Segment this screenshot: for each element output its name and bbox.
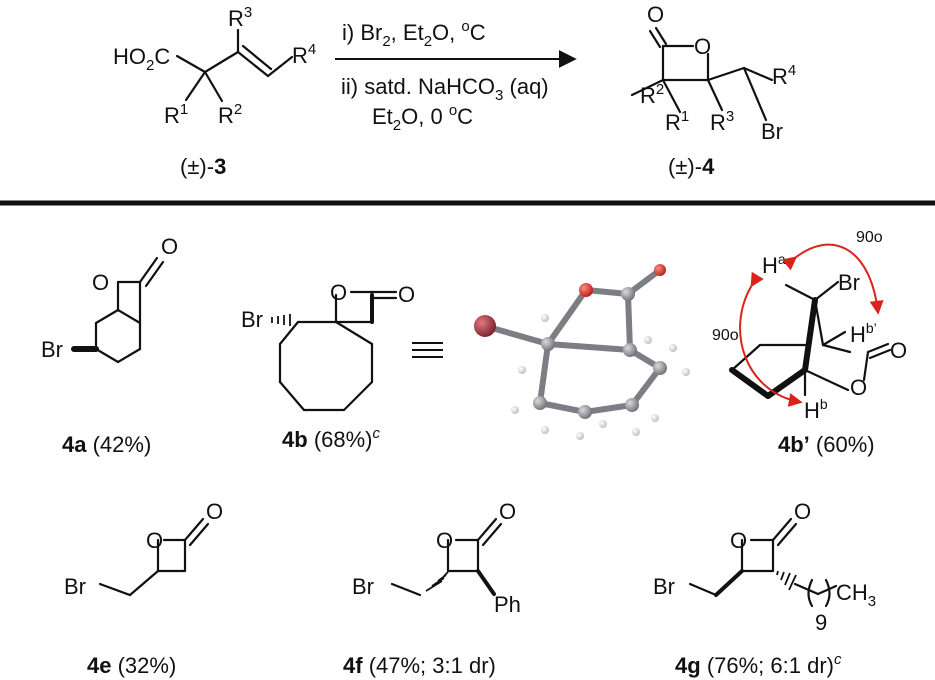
4b-br: Br xyxy=(241,307,263,332)
4e-br: Br xyxy=(64,574,86,599)
4f-ph: Ph xyxy=(494,592,521,617)
product-r3-label: R3 xyxy=(710,108,734,135)
4g-caption: 4g (76%; 6:1 dr)c xyxy=(675,651,842,678)
conditions-step3: Et2O, 0 oC xyxy=(372,102,473,134)
4f-br: Br xyxy=(352,574,374,599)
r2-label: R2 xyxy=(218,101,242,128)
compound-4a: O O Br 4a (42%) xyxy=(41,234,178,457)
product-label: (±)-4 xyxy=(668,154,715,179)
equivalence-symbol xyxy=(412,342,443,358)
4a-caption: 4a (42%) xyxy=(62,432,151,457)
4b-ring-o: O xyxy=(330,280,347,305)
angle-label-left: 90o xyxy=(712,327,739,344)
4bp-br: Br xyxy=(838,270,860,295)
4g-carbonyl-o: O xyxy=(794,499,811,524)
4a-ring-o: O xyxy=(92,270,109,295)
4f-hashed-bond xyxy=(425,571,449,592)
compound-4g: O O Br CH3 9 4g (76%; 6:1 dr)c xyxy=(653,499,876,678)
4b-hashed-bond xyxy=(271,314,291,326)
product-r4-label: R4 xyxy=(772,62,796,89)
4g-hashed-bond xyxy=(776,570,797,591)
4e-ring-o: O xyxy=(146,528,163,553)
compound-4f: O O Br Ph 4f (47%; 3:1 dr) xyxy=(343,499,521,678)
4bp-hb-prime: Hb’ xyxy=(850,320,877,347)
ho2c-label: HO2C xyxy=(113,44,170,74)
r3-label: R3 xyxy=(228,4,252,31)
4bp-carbonyl-o: O xyxy=(890,338,907,363)
4g-repeat-bracket-right xyxy=(824,578,831,608)
4b-carbonyl-o: O xyxy=(398,282,415,307)
4e-caption: 4e (32%) xyxy=(87,653,176,678)
compound-4e: O O Br 4e (32%) xyxy=(64,499,223,678)
conditions-step1: i) Br2, Et2O, oC xyxy=(342,18,486,50)
reaction-arrow-group: i) Br2, Et2O, oC ii) satd. NaHCO3 (aq) E… xyxy=(335,18,577,134)
ring-o-label: O xyxy=(694,34,711,59)
crystal-structure-model xyxy=(474,264,690,440)
4b-caption: 4b (68%)c xyxy=(282,425,381,452)
r4-label: R4 xyxy=(292,41,316,68)
r1-label: R1 xyxy=(164,101,188,128)
compound-4b: O O Br 4b (68%)c xyxy=(241,280,415,452)
4bp-caption: 4b’ (60%) xyxy=(778,432,875,457)
4g-repeat-count: 9 xyxy=(815,610,827,635)
carbonyl-o-label: O xyxy=(647,2,664,27)
reactant-structure: HO2C R3 R4 R1 R2 (±)-3 xyxy=(113,4,316,179)
angle-label-top: 90o xyxy=(856,229,883,246)
4f-ring-o: O xyxy=(436,528,453,553)
reactant-label: (±)-3 xyxy=(180,154,226,179)
product-r2-label: R2 xyxy=(640,81,664,108)
dihedral-arrow-top xyxy=(781,243,884,315)
4g-repeat-bracket-left xyxy=(807,578,814,608)
product-br-label: Br xyxy=(761,119,783,144)
4g-br: Br xyxy=(653,574,675,599)
product-structure: O O R2 R1 R3 R4 Br (±)-4 xyxy=(630,2,796,179)
dihedral-arrow-left xyxy=(739,271,803,407)
4bp-ha: Ha xyxy=(762,251,786,278)
4f-carbonyl-o: O xyxy=(499,499,516,524)
4g-ring-o: O xyxy=(730,528,747,553)
conditions-step2: ii) satd. NaHCO3 (aq) xyxy=(341,74,549,104)
4bp-hb: Hb xyxy=(804,396,828,423)
4bp-ring-o: O xyxy=(850,375,867,400)
4f-caption: 4f (47%; 3:1 dr) xyxy=(343,653,496,678)
4a-carbonyl-o: O xyxy=(161,234,178,259)
product-r1-label: R1 xyxy=(665,108,689,135)
4e-carbonyl-o: O xyxy=(206,499,223,524)
compound-4b-prime: Br O O Ha Hb’ Hb 90o 90o 4b’ (60%) xyxy=(712,229,907,457)
4g-ch3: CH3 xyxy=(836,580,876,610)
4a-br: Br xyxy=(41,337,63,362)
